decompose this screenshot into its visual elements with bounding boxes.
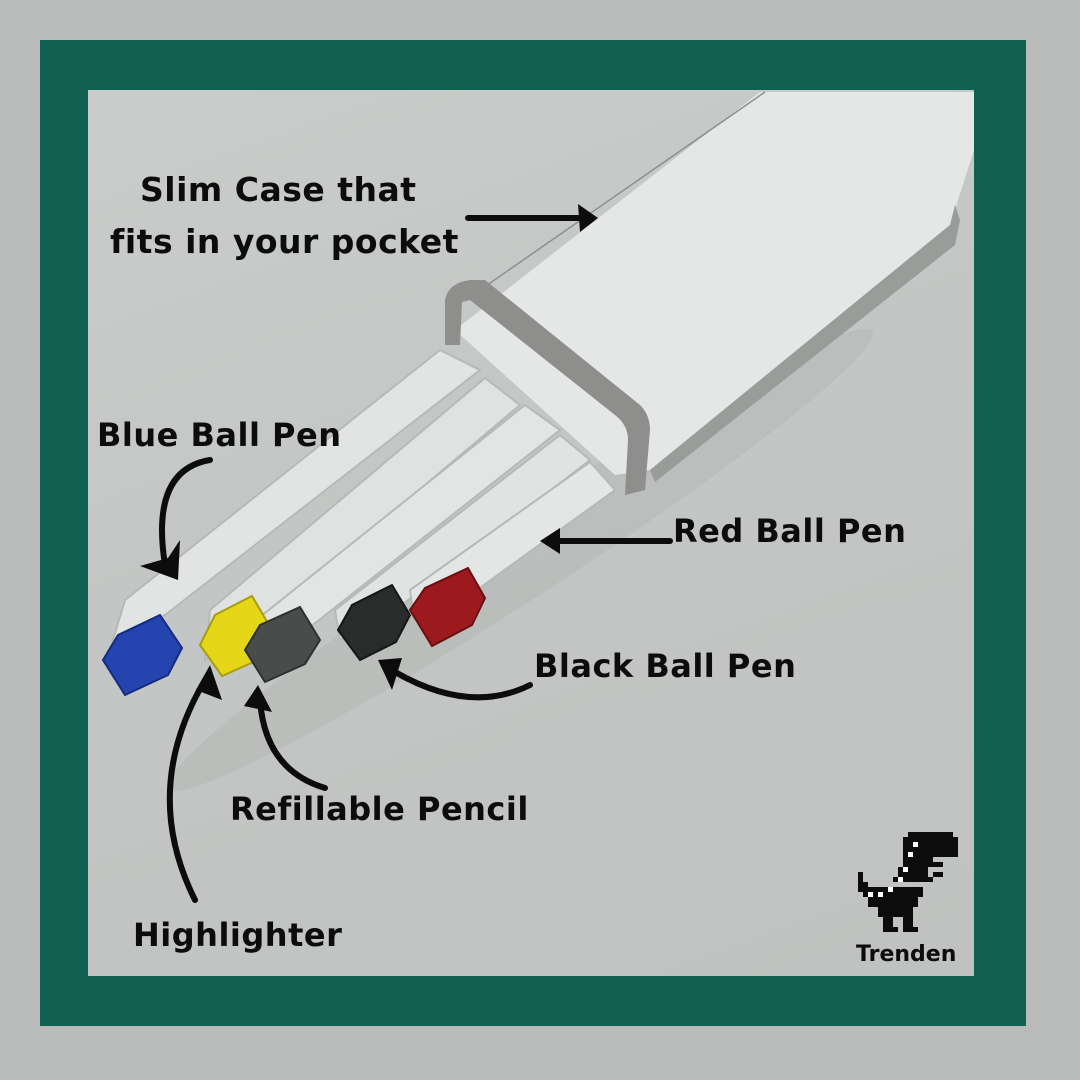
red-ball-pen-label: Red Ball Pen [673,512,907,550]
pixel-dinosaur-icon [858,832,958,932]
slim-case-label-line2: fits in your pocket [110,222,459,261]
arrow-heads [140,204,598,712]
highlighter-label: Highlighter [133,916,343,954]
trenden-logo: Trenden [852,832,964,972]
refillable-pencil-label: Refillable Pencil [230,790,529,828]
red-cap [408,566,487,648]
annotation-arrows [159,215,673,903]
slim-case [445,91,974,495]
pen-barrels [108,348,617,662]
case-band [445,280,650,495]
gray-cap [243,605,322,684]
pen-case-illustration [101,91,974,903]
black-ball-pen-label: Black Ball Pen [534,647,797,685]
product-photo [88,90,974,976]
brand-name: Trenden [856,942,957,967]
black-cap [336,583,412,662]
blue-ball-pen-label: Blue Ball Pen [97,416,342,454]
slim-case-label-line1: Slim Case that [140,170,417,209]
blue-cap [101,613,184,697]
pen-caps [101,566,487,697]
